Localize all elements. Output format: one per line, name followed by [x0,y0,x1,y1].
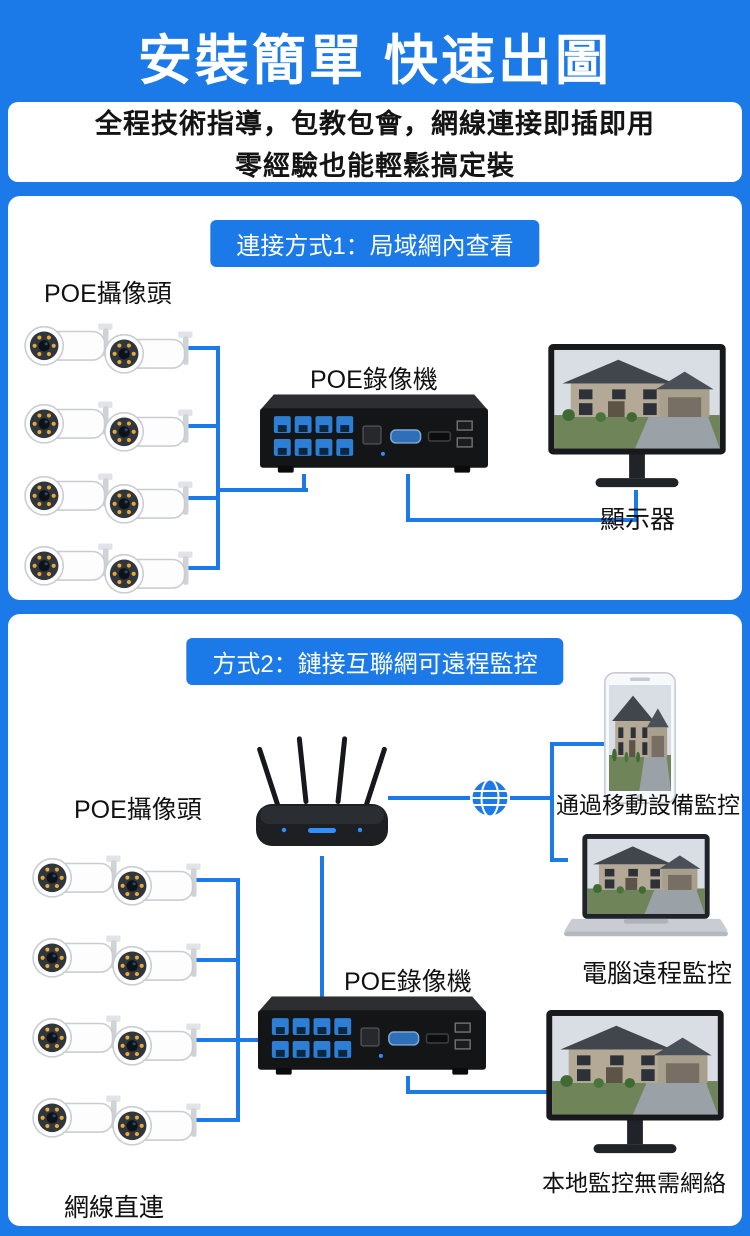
direct-connect-label: 網線直連 [64,1194,165,1222]
connection-line-globe-to-bus [510,796,554,800]
internet-globe-icon [470,778,510,818]
connection-line-nvr-down [406,1076,410,1094]
poe-camera-icon [108,1094,204,1156]
section-2-camera-group-label: POE攝像頭 [74,796,202,824]
connection-line-bus-to-nvr [236,1038,262,1042]
connection-line-camera-row3 [184,496,220,500]
subtitle-line-1: 全程技術指導，包教包會，網線連接即插即用 [95,108,655,139]
mobile-monitor-label: 通過移動設備監控 [556,792,740,818]
connection-line-nvr-down [406,474,410,522]
poe-camera-icon [100,322,196,384]
connection-line-camera-row2 [192,958,240,962]
section-1-badge: 連接方式1：局域網內查看 [210,220,540,267]
connection-line-camera-row1 [184,346,220,350]
section-1-camera-group-label: POE攝像頭 [44,280,172,308]
poe-camera-icon [108,1014,204,1076]
poe-camera-icon [108,854,204,916]
connection-line-nvr-to-monitor [406,1090,586,1094]
connection-line-camera-row1 [192,878,240,882]
poe-camera-icon [108,934,204,996]
monitor-icon [546,1010,724,1158]
subtitle-line-2: 零經驗也能輕鬆搞定裝 [235,150,515,181]
monitor-icon [548,344,726,492]
connection-line-phone-stub [550,742,606,746]
connection-line-nvr-stub [302,474,306,492]
poe-camera-icon [100,472,196,534]
connection-line-router-to-globe [388,796,470,800]
section-2-nvr-label: POE錄像機 [344,968,472,996]
connection-line-camera-row4 [184,566,220,570]
connection-line-laptop-stub [550,858,568,862]
section-2-internet-diagram: 方式2：鏈接互聯網可遠程監控 通過移動設備監控 電腦遠程監控 POE攝像頭 [8,614,742,1226]
section-1-nvr-label: POE錄像機 [310,366,438,394]
laptop-icon [564,834,728,942]
connection-line-camera-bus [236,878,240,1122]
connection-line-camera-bus [216,346,220,570]
router-icon [254,730,390,860]
local-monitor-label: 本地監控無需網絡 [542,1170,726,1196]
subtitle-panel: 全程技術指導，包教包會，網線連接即插即用 零經驗也能輕鬆搞定裝 [8,102,742,182]
connection-line-remote-bus [550,742,554,862]
connection-line-camera-row3 [192,1038,240,1042]
monitor-label: 顯示器 [600,506,676,534]
pc-monitor-label: 電腦遠程監控 [582,960,733,988]
connection-line-monitor-stub [634,490,638,522]
poe-camera-icon [100,542,196,604]
connection-line-camera-row2 [184,424,220,428]
connection-line-nvr-to-monitor [406,518,638,522]
section-1-lan-diagram: 連接方式1：局域網內查看 POE攝像頭 POE錄像機 顯示器 [8,196,742,600]
nvr-recorder-icon [260,394,488,478]
connection-line-bus-to-nvr [216,488,308,492]
connection-line-camera-row4 [192,1118,240,1122]
main-title: 安裝簡單 快速出圖 [137,31,612,91]
section-2-badge: 方式2：鏈接互聯網可遠程監控 [186,638,564,685]
poe-camera-icon [100,400,196,462]
connection-line-router-to-nvr [320,856,324,998]
smartphone-icon [604,672,676,804]
nvr-recorder-icon [258,996,486,1080]
